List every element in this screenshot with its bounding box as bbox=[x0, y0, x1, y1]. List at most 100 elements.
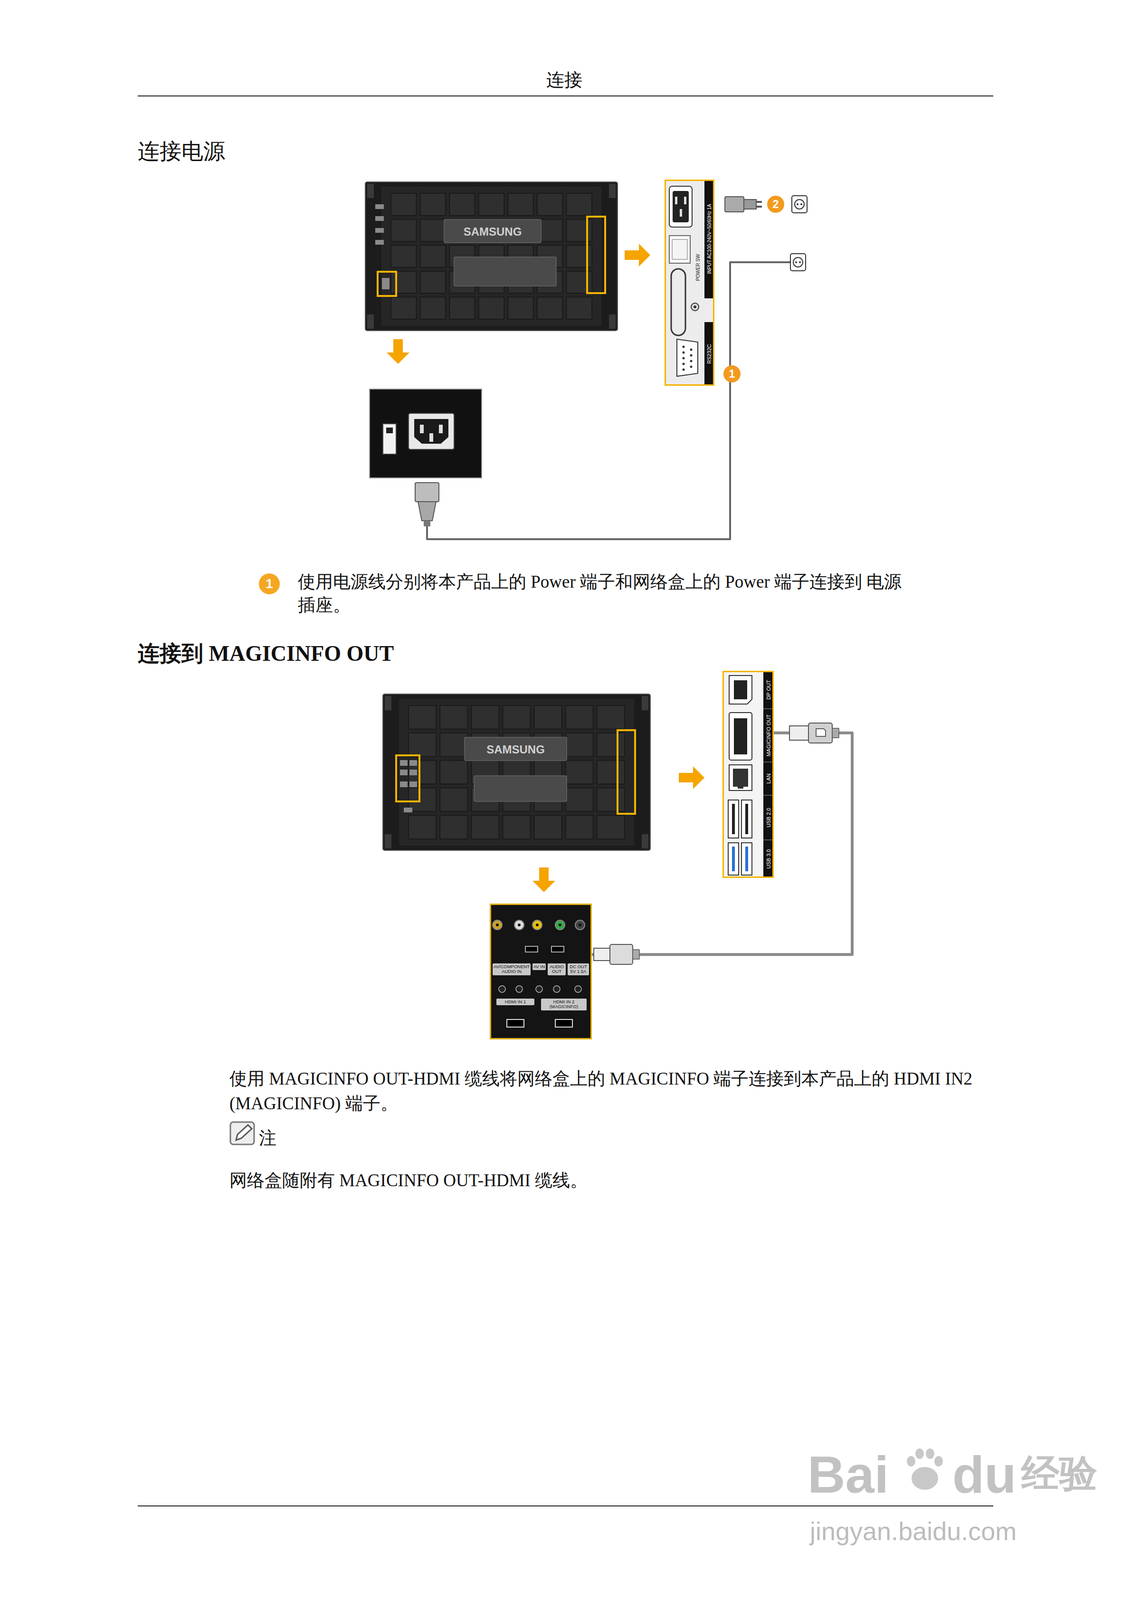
dp-plug-body bbox=[808, 722, 833, 743]
port-label: POWER SW bbox=[695, 254, 701, 282]
side-port bbox=[375, 204, 384, 210]
port-pin bbox=[682, 351, 685, 354]
usb-port bbox=[728, 842, 739, 875]
footer-rule bbox=[137, 1505, 994, 1507]
usb-tongue bbox=[731, 803, 735, 835]
port-pin bbox=[690, 348, 693, 352]
dp-port bbox=[729, 675, 752, 704]
vent-block bbox=[565, 760, 594, 785]
vent-block bbox=[408, 815, 437, 839]
vent-block bbox=[565, 787, 594, 812]
port-label: RS232C bbox=[706, 343, 713, 364]
panel-ground bbox=[489, 903, 592, 1040]
port-label: INPUT AC100-240V~50/60Hz 1A bbox=[706, 203, 713, 274]
vent-block bbox=[420, 219, 447, 242]
usb-tongue bbox=[731, 846, 735, 872]
side-port bbox=[403, 807, 413, 813]
section-heading: 连接电源 bbox=[137, 137, 226, 166]
socket-recess bbox=[672, 190, 689, 223]
display-rear-view bbox=[365, 181, 618, 331]
highlight-frame bbox=[490, 904, 592, 1039]
rca-jack bbox=[514, 920, 524, 930]
hdmi-port bbox=[525, 946, 538, 952]
side-port bbox=[375, 239, 384, 245]
vent-block bbox=[507, 193, 534, 216]
port-recess bbox=[732, 768, 749, 787]
side-port bbox=[375, 228, 384, 233]
watermark-paw bbox=[925, 1448, 935, 1459]
rca-jack bbox=[495, 923, 499, 927]
vent-block bbox=[390, 219, 417, 242]
vent-block bbox=[408, 787, 437, 812]
socket-pin bbox=[679, 209, 683, 217]
port-pin bbox=[690, 365, 693, 369]
socket-pin bbox=[684, 196, 687, 205]
wall-outlet bbox=[800, 203, 803, 206]
dp-plug-head bbox=[789, 725, 809, 741]
vent-block bbox=[597, 815, 625, 839]
audio-jack bbox=[574, 985, 582, 993]
port-label: AV IN bbox=[532, 963, 546, 970]
side-port bbox=[409, 781, 418, 788]
logo-text: SAMSUNG bbox=[444, 224, 542, 239]
vent-block bbox=[449, 193, 476, 216]
port-label: MAGICINFO OUT bbox=[765, 714, 772, 757]
side-port bbox=[399, 781, 408, 788]
vent-block bbox=[408, 732, 437, 757]
vent-block bbox=[478, 296, 505, 320]
watermark-url: jingyan.baidu.com bbox=[809, 1515, 1017, 1548]
audio-jack bbox=[535, 985, 543, 993]
corner-bracket bbox=[608, 314, 616, 329]
logo-text: SAMSUNG bbox=[464, 742, 567, 757]
rca-jack bbox=[535, 923, 539, 927]
audio-jack bbox=[498, 985, 506, 993]
vent-block bbox=[420, 271, 447, 294]
vent-block bbox=[478, 193, 505, 216]
rear-panel bbox=[381, 186, 602, 326]
vent-block bbox=[597, 705, 625, 730]
rca-jack bbox=[555, 920, 565, 930]
side-port bbox=[409, 769, 418, 776]
usb-port bbox=[728, 799, 739, 838]
side-port bbox=[381, 277, 390, 290]
socket-pin bbox=[674, 196, 678, 205]
vent-block bbox=[420, 193, 447, 216]
vent-block bbox=[566, 193, 592, 216]
band-divider bbox=[763, 761, 774, 763]
port-pin bbox=[690, 354, 693, 357]
vent-block bbox=[597, 732, 625, 757]
band-divider bbox=[763, 708, 774, 710]
callout-circle bbox=[258, 573, 280, 595]
usb-tongue bbox=[745, 803, 749, 835]
port-pin bbox=[682, 368, 685, 371]
vent-block bbox=[390, 245, 417, 268]
watermark: Bai bbox=[807, 1441, 889, 1508]
vent-block bbox=[420, 245, 447, 268]
socket-pin bbox=[419, 424, 424, 434]
vent-block bbox=[597, 760, 625, 785]
vent-block bbox=[439, 705, 468, 730]
power-cable bbox=[427, 262, 791, 540]
label-band bbox=[704, 179, 715, 299]
port-recess bbox=[733, 680, 748, 700]
power-socket bbox=[669, 186, 693, 228]
side-port bbox=[409, 760, 418, 766]
label-band bbox=[763, 670, 774, 878]
note-icon bbox=[230, 1121, 255, 1145]
rca-jack bbox=[578, 923, 582, 927]
magicinfo-port bbox=[729, 712, 752, 761]
side-port bbox=[399, 769, 408, 776]
panel-ground bbox=[722, 670, 774, 878]
vent-block bbox=[597, 787, 625, 812]
wall-outlet bbox=[791, 195, 808, 213]
port-label: HDMI IN 2 (MAGICINFO) bbox=[541, 998, 587, 1011]
page-header: 连接 bbox=[516, 69, 612, 92]
vent-block bbox=[537, 296, 563, 320]
vent-block bbox=[471, 815, 499, 839]
vent-block bbox=[471, 705, 499, 730]
instruction-text: 使用电源线分别将本产品上的 Power 端子和网络盒上的 Power 端子连接到… bbox=[297, 570, 916, 618]
vent-block bbox=[408, 760, 437, 785]
wall-outlet bbox=[796, 203, 799, 206]
highlight-frame bbox=[617, 730, 636, 814]
callout-circle bbox=[723, 365, 741, 383]
